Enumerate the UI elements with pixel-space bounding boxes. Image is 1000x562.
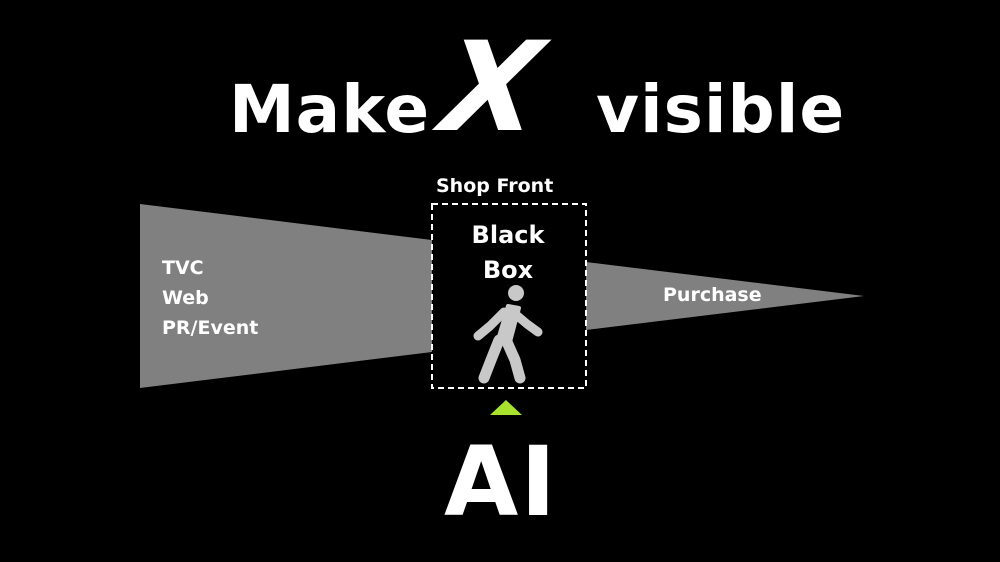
- ai-label: AI: [444, 426, 559, 538]
- title-make: Make: [229, 71, 431, 148]
- triangle-up-icon: [490, 400, 522, 415]
- shop-front-label: Shop Front: [436, 175, 554, 197]
- title-emphasis-x: X: [433, 16, 550, 160]
- inbound-funnel: [140, 204, 432, 388]
- walking-person-icon: [473, 285, 543, 384]
- channel-tvc: TVC: [162, 257, 204, 279]
- black-box-label-line2: Box: [482, 256, 534, 284]
- title-visible: visible: [596, 71, 846, 148]
- channel-web: Web: [162, 287, 209, 309]
- purchase-label: Purchase: [663, 284, 762, 306]
- channel-pr-event: PR/Event: [162, 317, 259, 339]
- outbound-funnel: [586, 262, 864, 330]
- black-box-label-line1: Black: [471, 221, 545, 249]
